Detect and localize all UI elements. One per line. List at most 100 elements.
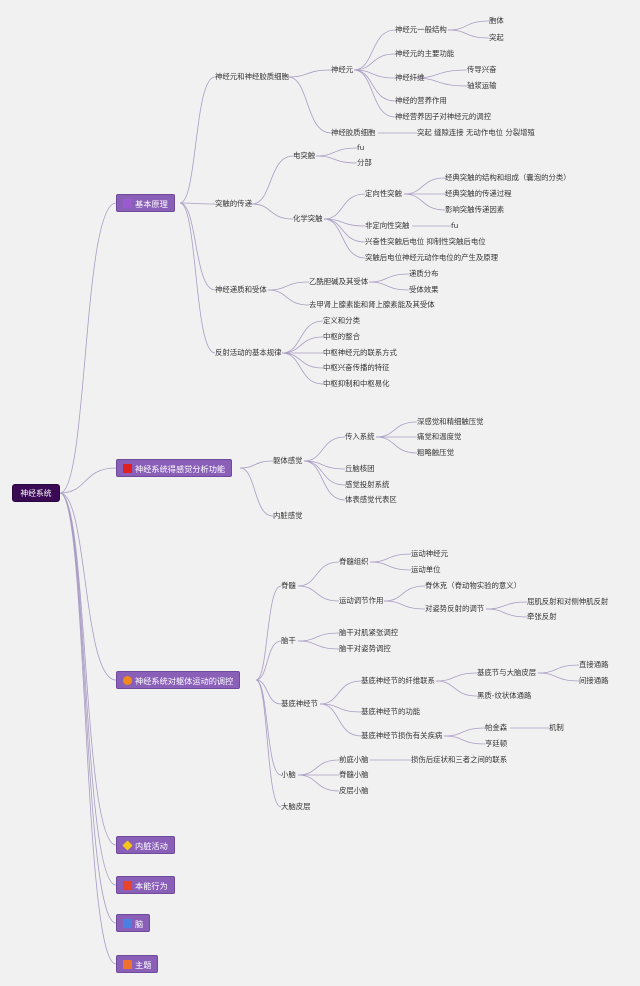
connector-line xyxy=(255,640,282,681)
topic-node[interactable]: 神经的营养作用 xyxy=(395,96,447,105)
topic-node[interactable]: 大脑皮层 xyxy=(281,802,311,811)
topic-node[interactable]: 基底节与大脑皮层 xyxy=(477,668,537,677)
topic-node[interactable]: 直接通路 xyxy=(579,660,609,669)
connector-line xyxy=(255,679,282,705)
topic-node[interactable]: 受体效果 xyxy=(409,285,439,294)
branch-label: 本能行为 xyxy=(135,881,168,891)
branch-brain[interactable]: 脑 xyxy=(116,914,151,932)
topic-node[interactable]: 小脑 xyxy=(281,770,296,779)
topic-node[interactable]: 丘脑核团 xyxy=(345,464,375,473)
topic-node[interactable]: 基底神经节的纤维联系 xyxy=(361,676,435,685)
branch-motor-control[interactable]: 神经系统对躯体运动的调控 xyxy=(116,671,241,689)
topic-node[interactable]: 非定向性突触 xyxy=(365,221,410,230)
topic-node[interactable]: 去甲肾上腺素能和肾上腺素能及其受体 xyxy=(309,300,435,309)
topic-node[interactable]: 运动神经元 xyxy=(411,549,448,558)
topic-node[interactable]: 电突触 xyxy=(293,151,316,160)
topic-node[interactable]: 神经纤维 xyxy=(395,73,425,82)
topic-node[interactable]: 神经元一般结构 xyxy=(395,25,447,34)
topic-node[interactable]: 影响突触传递因素 xyxy=(445,205,505,214)
connector-line xyxy=(303,460,346,486)
topic-node[interactable]: 递质分布 xyxy=(409,269,439,278)
topic-node[interactable]: 基底神经节的功能 xyxy=(361,707,421,716)
topic-node[interactable]: 损伤后症状和三者之间的联系 xyxy=(411,755,508,764)
topic-node[interactable]: 屈肌反射和对侧伸肌反射 xyxy=(527,597,609,606)
topic-node[interactable]: 胞体 xyxy=(489,16,504,25)
topic-node[interactable]: 定义和分类 xyxy=(323,316,360,325)
topic-node[interactable]: 化学突触 xyxy=(293,214,323,223)
topic-node[interactable]: 皮层小脑 xyxy=(339,786,369,795)
branch-label: 神经系统对躯体运动的调控 xyxy=(135,676,234,686)
topic-node[interactable]: 脊休克（脊动物实验的意义） xyxy=(425,581,522,590)
topic-node[interactable]: 黑质-纹状体通路 xyxy=(477,691,532,700)
connector-line xyxy=(353,29,396,71)
topic-node[interactable]: 粗略触压觉 xyxy=(417,448,454,457)
connector-line xyxy=(319,680,362,705)
topic-node[interactable]: 牵张反射 xyxy=(527,612,557,621)
topic-node[interactable]: 中枢抑制和中枢易化 xyxy=(323,379,390,388)
topic-node[interactable]: 突触后电位神经元动作电位的产生及原理 xyxy=(365,253,499,262)
branch-label: 主题 xyxy=(135,960,152,970)
topic-node[interactable]: 运动单位 xyxy=(411,565,441,574)
topic-node[interactable]: 突起 xyxy=(489,33,504,42)
topic-node[interactable]: 对姿势反射的调节 xyxy=(425,604,485,613)
topic-node[interactable]: 脑干对姿势调控 xyxy=(339,644,391,653)
topic-node[interactable]: 经典突触的结构和组成（囊泡的分类） xyxy=(445,173,571,182)
topic-node[interactable]: 轴浆运输 xyxy=(467,81,497,90)
connector-line xyxy=(179,76,216,204)
topic-node[interactable]: fu xyxy=(451,221,459,230)
connector-line xyxy=(485,601,528,610)
topic-node[interactable]: 脑干对肌紧张调控 xyxy=(339,628,399,637)
connector-line xyxy=(179,202,216,354)
topic-node[interactable]: 基底神经节 xyxy=(281,699,318,708)
topic-node[interactable]: 体表感觉代表区 xyxy=(345,495,397,504)
topic-node[interactable]: 乙酰胆碱及其受体 xyxy=(309,277,369,286)
topic-node[interactable]: 中枢兴奋传播的特征 xyxy=(323,363,390,372)
branch-basic-principles[interactable]: 基本原理 xyxy=(116,194,175,212)
topic-node[interactable]: 运动调节作用 xyxy=(339,596,384,605)
topic-node[interactable]: 感觉投射系统 xyxy=(345,480,390,489)
topic-node[interactable]: 中枢神经元的联系方式 xyxy=(323,348,397,357)
topic-node[interactable]: 脊髓 xyxy=(281,581,296,590)
topic-node[interactable]: 帕金森 xyxy=(485,723,508,732)
connector-line xyxy=(251,155,294,205)
topic-node[interactable]: 基底神经节损伤有关疾病 xyxy=(361,731,443,740)
topic-node[interactable]: 脊髓组织 xyxy=(339,557,369,566)
topic-node[interactable]: 间接通路 xyxy=(579,676,609,685)
branch-topic[interactable]: 主题 xyxy=(116,955,159,973)
connector-line xyxy=(323,218,366,243)
topic-node[interactable]: 反射活动的基本规律 xyxy=(215,348,282,357)
topic-node[interactable]: 兴奋性突触后电位 抑制性突触后电位 xyxy=(365,237,486,246)
branch-visceral-activity[interactable]: 内脏活动 xyxy=(116,836,175,854)
topic-node[interactable]: 深感觉和精细触压觉 xyxy=(417,417,484,426)
topic-node[interactable]: 神经元 xyxy=(331,65,354,74)
topic-node[interactable]: 神经递质和受体 xyxy=(215,285,267,294)
branch-label: 脑 xyxy=(135,919,144,929)
topic-node[interactable]: 脑干 xyxy=(281,636,296,645)
topic-node[interactable]: 经典突触的传递过程 xyxy=(445,189,512,198)
topic-node[interactable]: 前庭小脑 xyxy=(339,755,369,764)
topic-node[interactable]: 神经胶质细胞 xyxy=(331,128,376,137)
topic-node[interactable]: 神经元的主要功能 xyxy=(395,49,455,58)
topic-node[interactable]: 传入系统 xyxy=(345,432,375,441)
root-node[interactable]: 神经系统 xyxy=(12,484,60,502)
topic-node[interactable]: 脊髓小脑 xyxy=(339,770,369,779)
topic-node[interactable]: 中枢的整合 xyxy=(323,332,360,341)
topic-node[interactable]: 突起 缝隙连接 无动作电位 分裂增殖 xyxy=(417,128,535,137)
topic-node[interactable]: 亨廷顿 xyxy=(485,739,508,748)
topic-node[interactable]: 传导兴奋 xyxy=(467,65,497,74)
connector-line xyxy=(239,460,274,469)
topic-node[interactable]: fu xyxy=(357,143,365,152)
topic-node[interactable]: 突触的传递 xyxy=(215,199,252,208)
topic-node[interactable]: 机制 xyxy=(549,723,564,732)
topic-node[interactable]: 神经元和神经胶质细胞 xyxy=(215,72,289,81)
branch-instinct-behavior[interactable]: 本能行为 xyxy=(116,876,175,894)
branch-sensory-analysis[interactable]: 神经系统得感觉分析功能 xyxy=(116,459,233,477)
topic-node[interactable]: 分部 xyxy=(357,158,372,167)
topic-node[interactable]: 痛觉和温度觉 xyxy=(417,432,462,441)
connector-line xyxy=(319,703,362,737)
topic-node[interactable]: 内脏感觉 xyxy=(273,511,303,520)
topic-node[interactable]: 定向性突触 xyxy=(365,189,402,198)
topic-node[interactable]: 躯体感觉 xyxy=(273,456,303,465)
topic-node[interactable]: 神经营养因子对神经元的调控 xyxy=(395,112,492,121)
connector-line xyxy=(59,202,117,494)
